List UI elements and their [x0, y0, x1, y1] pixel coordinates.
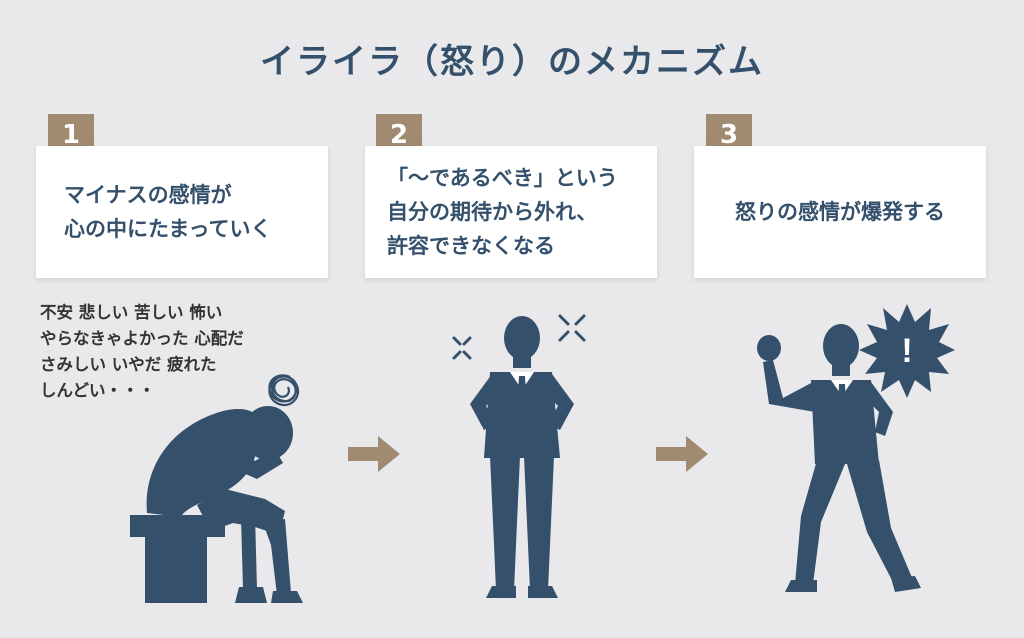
step-2-text: 「～であるべき」という 自分の期待から外れ、 許容できなくなる [387, 166, 618, 258]
anger-mark-icon [452, 314, 586, 360]
step-1-text: マイナスの感情が 心の中にたまっていく [64, 183, 272, 241]
scribble-icon [268, 374, 300, 407]
arrow-right-icon [656, 436, 708, 472]
page-title: イライラ（怒り）のメカニズム [260, 42, 764, 82]
step-3-text: 怒りの感情が爆発する [735, 200, 945, 224]
angry-man-figure: ! [757, 304, 955, 592]
step-3-card: 怒りの感情が爆発する [694, 146, 986, 278]
negative-emotions-text: 不安 悲しい 苦しい 怖い やらなきゃよかった 心配だ さみしい いやだ 疲れた… [40, 303, 244, 400]
exclamation-mark: ! [901, 332, 912, 370]
step-2-card: 「～であるべき」という 自分の期待から外れ、 許容できなくなる [365, 146, 657, 278]
arrow-right-icon [348, 436, 400, 472]
step-1-card: マイナスの感情が 心の中にたまっていく [36, 146, 328, 278]
explosion-icon: ! [859, 304, 955, 398]
depressed-man-figure [130, 374, 303, 603]
irritated-man-figure [452, 314, 586, 598]
